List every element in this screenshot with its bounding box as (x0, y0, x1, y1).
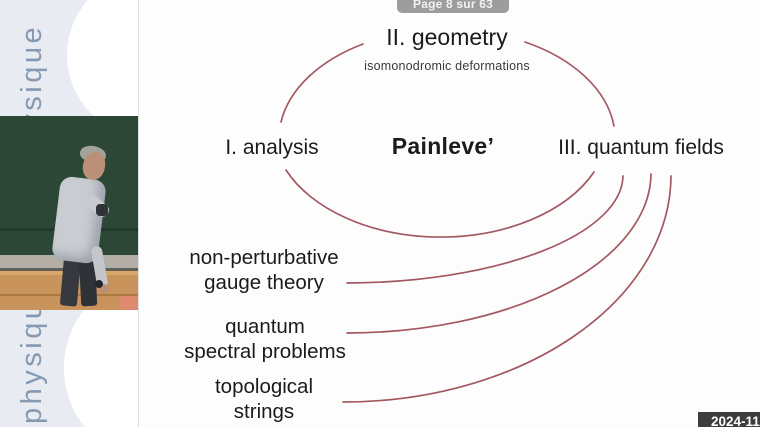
page-number-badge: Page 8 sur 63 (397, 0, 509, 13)
node-quantum-fields: III. quantum fields (558, 136, 724, 159)
topic-line: non-perturbative (189, 246, 339, 269)
video-slide-divider (138, 0, 139, 427)
node-analysis: I. analysis (225, 136, 319, 159)
brand-vertical-text-bottom: physique (16, 310, 48, 424)
speaker-hand (99, 284, 109, 293)
topic-line: topological (214, 375, 313, 398)
node-geometry: II. geometry isomonodromic deformations (323, 24, 571, 73)
diagram-center-title: Painleve’ (391, 133, 495, 159)
topic-topological-strings: topological strings (180, 375, 348, 424)
topic-spectral-problems: quantum spectral problems (179, 315, 351, 364)
brand-band-bottom: physique (0, 310, 139, 427)
brand-curve-shape (64, 310, 139, 427)
speaker-watch (95, 280, 103, 288)
speaker-hand-object (96, 204, 108, 216)
node-geometry-label: II. geometry (386, 24, 508, 50)
topic-line: gauge theory (204, 270, 324, 294)
date-badge: 2024-11- (698, 412, 760, 427)
topic-gauge-theory: non-perturbative gauge theory (181, 246, 347, 295)
node-geometry-subtitle: isomonodromic deformations (364, 59, 530, 73)
brand-band-top: physique (0, 0, 139, 116)
topic-line: spectral problems (184, 339, 346, 363)
brand-vertical-text-top: physique (16, 23, 48, 116)
topic-line: strings (233, 399, 295, 423)
speaker-video (0, 116, 138, 310)
topic-line: quantum (225, 315, 305, 338)
brand-curve-shape (67, 0, 139, 116)
desk-corner (120, 296, 138, 310)
